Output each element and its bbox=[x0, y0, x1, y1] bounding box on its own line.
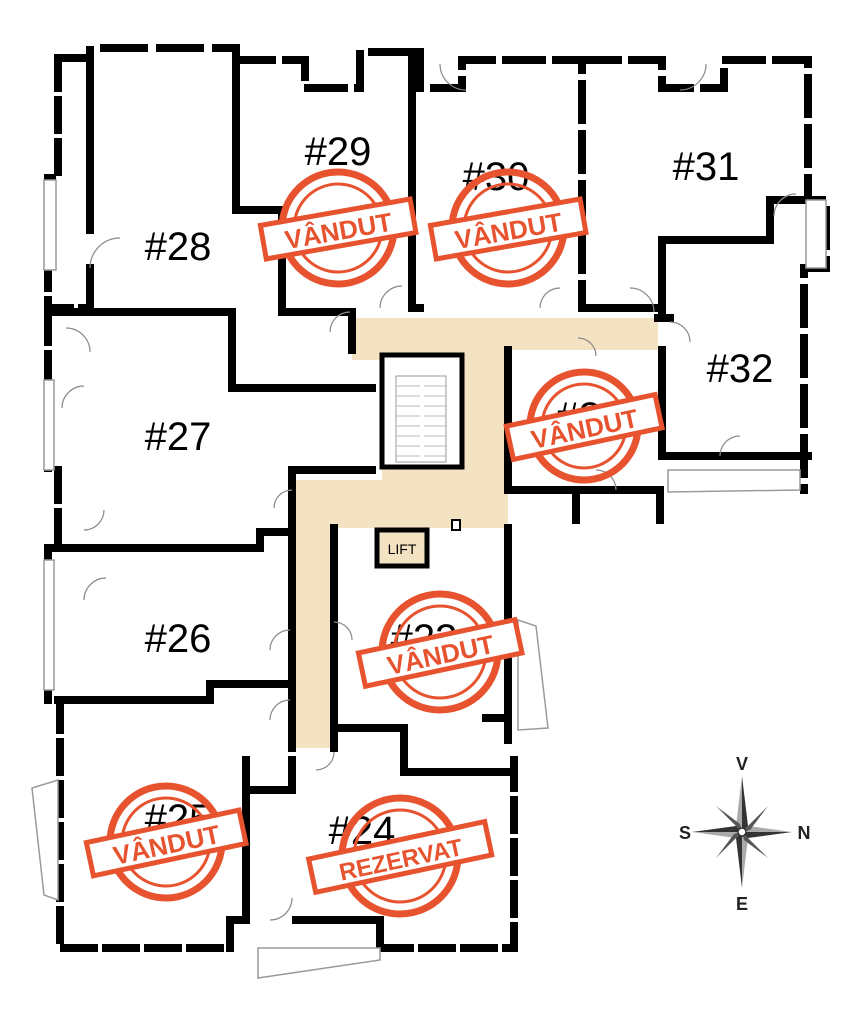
interior-walls bbox=[44, 56, 812, 952]
windows bbox=[31, 179, 827, 979]
compass-south-label: S bbox=[679, 823, 691, 843]
compass-star-icon bbox=[692, 776, 792, 888]
compass-east-label: E bbox=[736, 894, 748, 914]
apartment-label-30: #30 bbox=[463, 155, 530, 199]
compass-rose: V S N E bbox=[679, 754, 811, 914]
stamp-reserved-24: REZERVAT bbox=[305, 794, 495, 918]
compass-north-label: N bbox=[798, 823, 811, 843]
apartment-label-28: #28 bbox=[145, 225, 212, 269]
staircase bbox=[379, 352, 465, 470]
stamp-sold-23: VÂNDUT bbox=[355, 590, 525, 714]
corridor bbox=[296, 318, 658, 748]
apartment-label-29: #29 bbox=[305, 130, 372, 174]
apartment-label-32: #32 bbox=[707, 347, 774, 391]
apartment-label-27: #27 bbox=[145, 415, 212, 459]
stamp-sold-25: VÂNDUT bbox=[83, 782, 250, 902]
apartment-label-26: #26 bbox=[145, 617, 212, 661]
compass-west-label: V bbox=[736, 754, 748, 774]
lift: LIFT bbox=[374, 519, 461, 569]
stamp-sold-33: VÂNDUT bbox=[503, 368, 666, 484]
lift-label: LIFT bbox=[388, 541, 417, 557]
apartment-label-31: #31 bbox=[673, 145, 740, 189]
